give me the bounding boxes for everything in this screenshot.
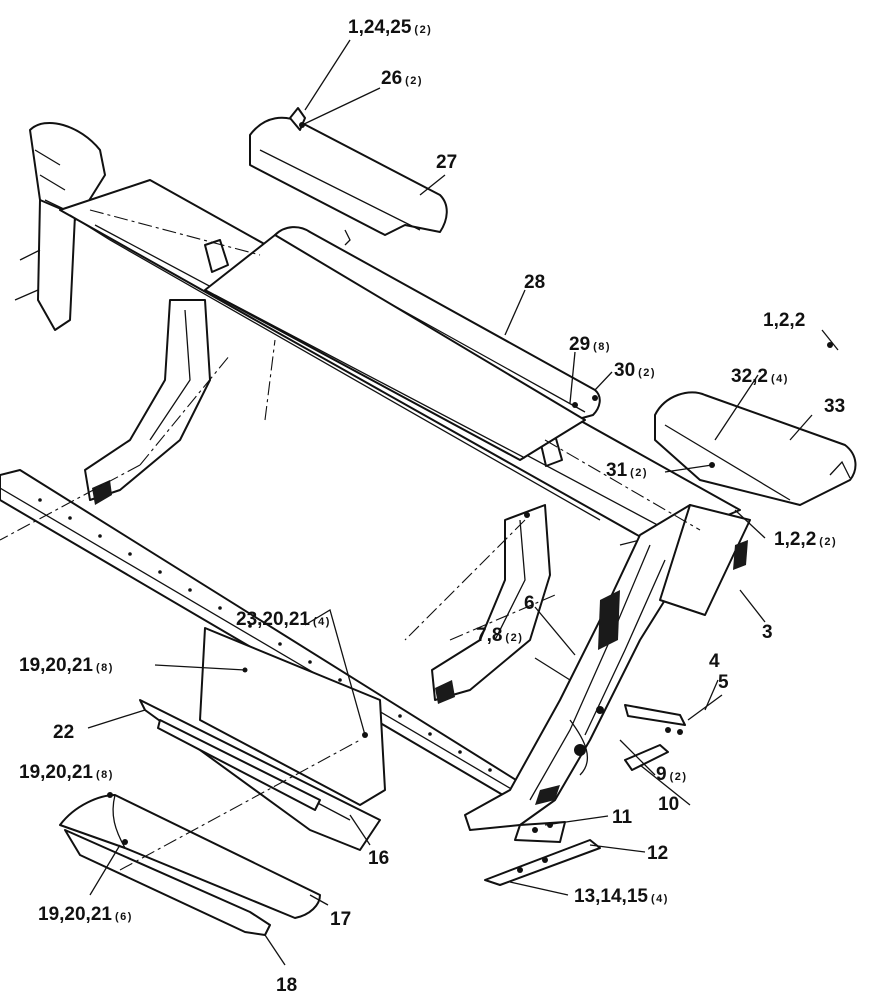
end-panel-assembly bbox=[464, 504, 751, 831]
callout-33: 33 bbox=[824, 396, 845, 417]
callout-33-label: 33 bbox=[824, 396, 845, 417]
callout-18-label: 18 bbox=[276, 975, 297, 996]
callout-6-label: 6 bbox=[524, 593, 535, 614]
callout-10-label: 10 bbox=[658, 794, 679, 815]
callout-13-14-15: 13,14,15(4) bbox=[574, 886, 669, 907]
callout-9-label: 9 bbox=[656, 764, 667, 785]
long-shield-28 bbox=[204, 226, 601, 461]
callout-19-20-21-b-qty: (8) bbox=[96, 769, 114, 781]
callout-32-2-qty: (4) bbox=[771, 373, 789, 385]
callout-4-label: 4 bbox=[709, 651, 720, 672]
callout-23-20-21: 23,20,21(4) bbox=[236, 609, 331, 630]
callout-31: 31(2) bbox=[606, 460, 648, 481]
callout-26-qty: (2) bbox=[405, 75, 423, 87]
callout-28: 28 bbox=[524, 272, 545, 293]
callout-7-8-qty: (2) bbox=[505, 632, 523, 644]
callout-32-2-label: 32,2 bbox=[731, 366, 768, 387]
beam-hole-row bbox=[38, 498, 492, 772]
callout-31-label: 31 bbox=[606, 460, 628, 481]
callout-30: 30(2) bbox=[614, 360, 656, 381]
callout-29-label: 29 bbox=[569, 334, 590, 355]
callout-19-20-21-c: 19,20,21(6) bbox=[38, 904, 133, 925]
callout-23-20-21-label: 23,20,21 bbox=[236, 609, 310, 630]
callout-19-20-21-a: 19,20,21(8) bbox=[19, 655, 114, 676]
callout-1-24-25-qty: (2) bbox=[414, 24, 432, 36]
callout-11-label: 11 bbox=[612, 807, 633, 828]
callout-22: 22 bbox=[53, 722, 74, 743]
callout-19-20-21-c-qty: (6) bbox=[115, 911, 133, 923]
callout-5-label: 5 bbox=[718, 672, 729, 693]
callout-22-label: 22 bbox=[53, 722, 74, 743]
callout-11: 11 bbox=[612, 807, 633, 828]
callout-1-2-2-mid: 1,2,2(2) bbox=[774, 529, 837, 550]
linkage-parts bbox=[624, 704, 686, 771]
phantom-lines bbox=[0, 209, 701, 871]
callout-19-20-21-b-label: 19,20,21 bbox=[19, 762, 93, 783]
callout-28-label: 28 bbox=[524, 272, 545, 293]
callout-32-2: 32,2(4) bbox=[731, 366, 789, 387]
callout-16-label: 16 bbox=[368, 848, 389, 869]
callout-23-20-21-qty: (4) bbox=[313, 616, 331, 628]
callout-26: 26(2) bbox=[381, 68, 423, 89]
callout-1-2-2-top: 1,2,2 bbox=[763, 310, 805, 331]
callout-27-label: 27 bbox=[436, 152, 457, 173]
callout-1-24-25-label: 1,24,25 bbox=[348, 17, 412, 38]
callout-17-label: 17 bbox=[330, 909, 351, 930]
callout-26-label: 26 bbox=[381, 68, 402, 89]
callout-12: 12 bbox=[647, 843, 668, 864]
callout-19-20-21-a-qty: (8) bbox=[96, 662, 114, 674]
callout-30-qty: (2) bbox=[638, 367, 656, 379]
callout-13-14-15-qty: (4) bbox=[651, 893, 669, 905]
bottom-shield-16 bbox=[139, 627, 386, 851]
callout-17: 17 bbox=[330, 909, 351, 930]
callout-27: 27 bbox=[436, 152, 457, 173]
callout-19-20-21-a-label: 19,20,21 bbox=[19, 655, 93, 676]
callout-6: 6 bbox=[524, 593, 535, 614]
callout-1-24-25: 1,24,25(2) bbox=[348, 17, 432, 38]
top-shield-27 bbox=[249, 107, 448, 246]
callout-1-2-2-top-label: 1,2,2 bbox=[763, 310, 805, 331]
callout-9-qty: (2) bbox=[670, 771, 688, 783]
right-shield-33 bbox=[654, 391, 857, 506]
callout-30-label: 30 bbox=[614, 360, 635, 381]
callout-19-20-21-b: 19,20,21(8) bbox=[19, 762, 114, 783]
callout-12-label: 12 bbox=[647, 843, 668, 864]
callout-5: 5 bbox=[718, 672, 729, 693]
callout-19-20-21-c-label: 19,20,21 bbox=[38, 904, 112, 925]
callout-1-2-2-mid-qty: (2) bbox=[819, 536, 837, 548]
skid-plate-12 bbox=[484, 821, 601, 886]
callout-16: 16 bbox=[368, 848, 389, 869]
callout-1-2-2-mid-label: 1,2,2 bbox=[774, 529, 816, 550]
callout-29: 29(8) bbox=[569, 334, 611, 355]
callout-29-qty: (8) bbox=[593, 341, 611, 353]
callout-3: 3 bbox=[762, 622, 773, 643]
leader-lines bbox=[87, 39, 839, 966]
callout-7-8-label: 7,8 bbox=[476, 625, 502, 646]
callout-10: 10 bbox=[658, 794, 679, 815]
callout-labels: 1,24,25(2) 26(2) 27 28 29(8) 30(2) 1,2,2… bbox=[19, 17, 845, 996]
callout-31-qty: (2) bbox=[630, 467, 648, 479]
callout-9: 9(2) bbox=[656, 764, 688, 785]
callout-18: 18 bbox=[276, 975, 297, 996]
callout-3-label: 3 bbox=[762, 622, 773, 643]
callout-7-8: 7,8(2) bbox=[476, 625, 523, 646]
callout-13-14-15-label: 13,14,15 bbox=[574, 886, 648, 907]
callout-4: 4 bbox=[709, 651, 720, 672]
hardware bbox=[107, 122, 833, 845]
